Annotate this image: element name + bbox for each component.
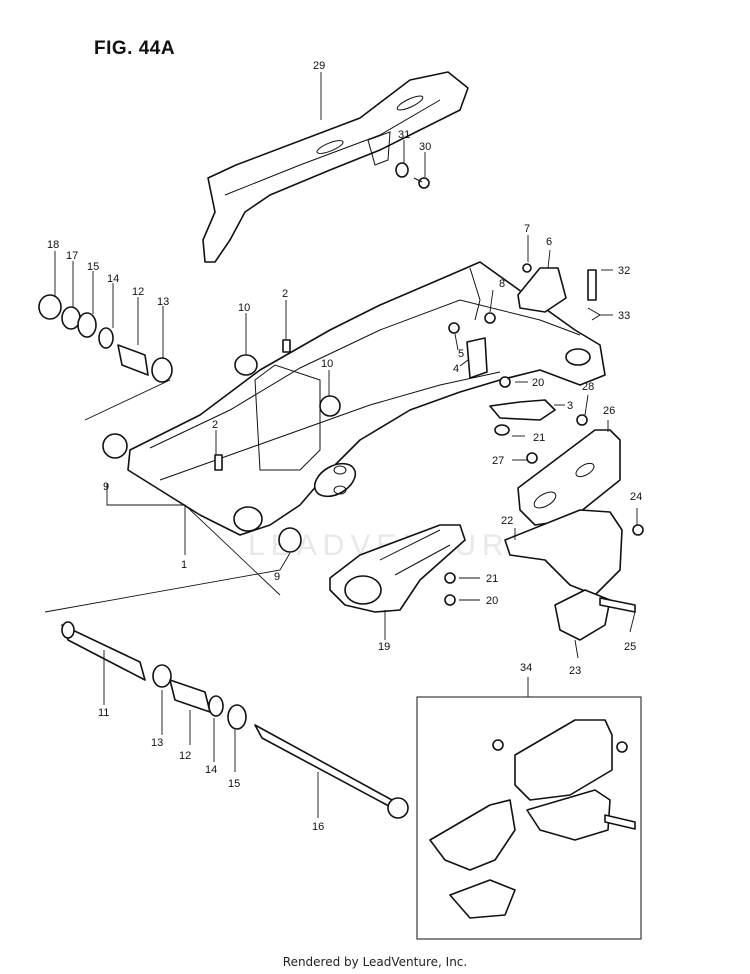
callout-30: 30	[419, 141, 431, 153]
callout-20-lower: 20	[486, 595, 498, 607]
leader-lines	[44, 72, 638, 818]
callout-9-right: 9	[274, 571, 280, 583]
bolt-part-7	[522, 263, 532, 273]
callout-23: 23	[569, 665, 581, 677]
callout-28: 28	[582, 381, 594, 393]
chain-guard-part-29	[202, 71, 469, 263]
callout-27: 27	[492, 455, 504, 467]
bushing-part-12-lower	[169, 679, 211, 713]
clip-part-33	[587, 307, 601, 321]
chain-guide-part-26	[517, 429, 621, 526]
callout-16: 16	[312, 821, 324, 833]
callout-19: 19	[378, 641, 390, 653]
nut-part-18	[38, 294, 62, 320]
callout-32: 32	[618, 265, 630, 277]
chain-slider-part-19	[329, 524, 466, 613]
footer-credit: Rendered by LeadVenture, Inc.	[282, 955, 468, 969]
callout-14: 14	[107, 273, 119, 285]
callout-1: 1	[181, 559, 187, 571]
callout-10-right: 10	[321, 358, 333, 370]
bolt-part-24	[632, 524, 644, 536]
callout-24: 24	[630, 491, 642, 503]
callout-13: 13	[157, 296, 169, 308]
seal-part-13	[151, 357, 173, 383]
bearing-part-9-right	[278, 527, 302, 553]
callout-29: 29	[313, 60, 325, 72]
bolt-part-20	[499, 376, 511, 388]
callout-9-left: 9	[103, 481, 109, 493]
callout-25: 25	[624, 641, 636, 653]
plate-part-4	[466, 337, 488, 379]
callout-14-lower: 14	[205, 764, 217, 776]
grease-nipple-part-2	[214, 339, 291, 471]
callout-33: 33	[618, 310, 630, 322]
bolt-part-21-lower	[444, 572, 456, 584]
pivot-shaft-part-16	[254, 724, 409, 819]
bearing-part-10-right	[319, 395, 341, 417]
chain-guide-kit-box-part-34	[416, 696, 642, 940]
bolt-part-32	[587, 269, 597, 301]
guide-pad-part-23	[554, 589, 611, 641]
callout-13-lower: 13	[151, 737, 163, 749]
bolt-part-30	[413, 177, 430, 189]
callout-22: 22	[501, 515, 513, 527]
callout-2-top: 2	[282, 288, 288, 300]
bolt-part-27	[526, 452, 538, 464]
callout-15: 15	[87, 261, 99, 273]
bolt-part-5	[448, 322, 460, 334]
callout-8: 8	[499, 278, 505, 290]
callout-12: 12	[132, 286, 144, 298]
pivot-collar-part-11	[61, 621, 146, 681]
callout-18: 18	[47, 239, 59, 251]
washer-part-21	[494, 424, 510, 436]
callout-12-lower: 12	[179, 750, 191, 762]
callout-10-left: 10	[238, 302, 250, 314]
callout-4: 4	[453, 363, 459, 375]
bracket-part-6	[517, 267, 567, 313]
figure-title: FIG. 44A	[94, 38, 176, 59]
callout-15-lower: 15	[228, 778, 240, 790]
callout-7: 7	[524, 223, 530, 235]
bushing-part-12	[117, 344, 149, 376]
callout-26: 26	[603, 405, 615, 417]
callout-31: 31	[398, 129, 410, 141]
callout-11: 11	[98, 707, 109, 719]
callout-17: 17	[66, 250, 78, 262]
washer-part-14-lower	[208, 695, 224, 717]
arm-part-3	[489, 399, 556, 421]
seal-part-13-lower	[152, 664, 172, 688]
callout-21: 21	[533, 432, 545, 444]
bolt-part-20-lower	[444, 594, 456, 606]
callout-2-bottom: 2	[212, 419, 218, 431]
callout-3: 3	[567, 400, 573, 412]
bearing-part-9-left	[102, 433, 128, 459]
washer-part-15	[77, 312, 97, 338]
washer-part-14	[98, 327, 114, 349]
bolt-part-8	[484, 312, 496, 324]
callout-34: 34	[520, 662, 532, 674]
nut-part-31	[395, 162, 409, 178]
callout-5: 5	[458, 348, 464, 360]
callout-20: 20	[532, 377, 544, 389]
guide-plate-part-22	[504, 509, 623, 596]
swingarm-part-1	[127, 261, 606, 536]
washer-part-15-lower	[227, 704, 247, 730]
callout-21-lower: 21	[486, 573, 498, 585]
callout-6: 6	[546, 236, 552, 248]
bearing-part-10-left	[234, 354, 258, 376]
bolt-part-28	[576, 414, 588, 426]
